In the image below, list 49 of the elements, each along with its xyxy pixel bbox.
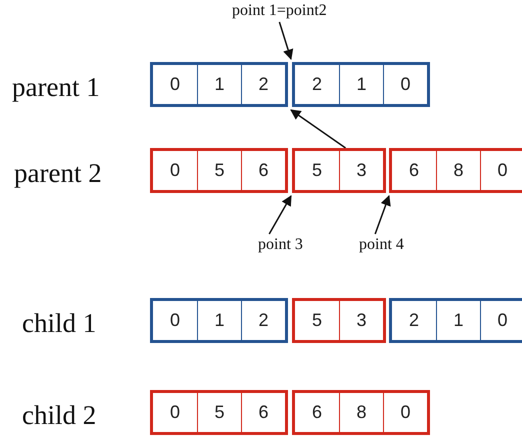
array-cell: 6 — [295, 393, 339, 432]
row-label: child 1 — [22, 308, 96, 339]
point-label: point 1=point2 — [232, 2, 327, 20]
array-cell: 3 — [339, 151, 383, 190]
array-cell: 1 — [339, 65, 383, 104]
array-segment — [150, 148, 288, 193]
array-cell: 0 — [153, 65, 197, 104]
array-cell: 0 — [480, 151, 522, 190]
array-segment — [389, 148, 522, 193]
row-label: parent 2 — [14, 158, 102, 189]
array-cell: 0 — [153, 393, 197, 432]
array-segment — [292, 148, 386, 193]
array-segment — [150, 62, 288, 107]
point-label: point 4 — [359, 236, 404, 254]
array-cell: 1 — [197, 301, 241, 340]
array-cell: 0 — [153, 301, 197, 340]
arrow — [290, 109, 346, 149]
array-cell: 2 — [295, 65, 339, 104]
array-segment — [292, 390, 430, 435]
array-cell: 5 — [197, 151, 241, 190]
array-segment — [292, 298, 386, 343]
array-cell: 0 — [383, 393, 427, 432]
array-cell: 2 — [241, 301, 285, 340]
array-cell: 0 — [153, 151, 197, 190]
array-cell: 6 — [241, 393, 285, 432]
array-cell: 8 — [339, 393, 383, 432]
array-segment — [150, 298, 288, 343]
point-label: point 3 — [258, 236, 303, 254]
array-cell: 3 — [339, 301, 383, 340]
array-cell: 5 — [295, 151, 339, 190]
array-cell: 6 — [392, 151, 436, 190]
array-cell: 6 — [241, 151, 285, 190]
arrow — [268, 195, 292, 234]
row-label: child 2 — [22, 400, 96, 431]
array-segment — [150, 390, 288, 435]
arrow — [374, 195, 391, 234]
array-cell: 2 — [392, 301, 436, 340]
array-cell: 8 — [436, 151, 480, 190]
array-cell: 0 — [480, 301, 522, 340]
array-cell: 2 — [241, 65, 285, 104]
array-cell: 1 — [436, 301, 480, 340]
arrow — [278, 22, 294, 60]
array-cell: 1 — [197, 65, 241, 104]
array-segment — [389, 298, 522, 343]
array-cell: 5 — [295, 301, 339, 340]
array-segment — [292, 62, 430, 107]
array-cell: 5 — [197, 393, 241, 432]
row-label: parent 1 — [12, 72, 100, 103]
array-cell: 0 — [383, 65, 427, 104]
